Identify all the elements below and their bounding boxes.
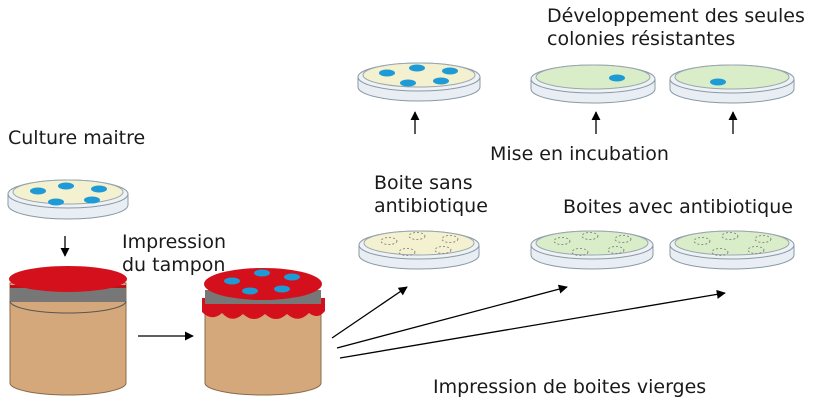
label-mise-en-incubation: Mise en incubation (490, 143, 669, 165)
colony (84, 196, 100, 204)
colony (30, 187, 46, 195)
label-boite-sans-antibiotique: Boite sans antibiotique (374, 172, 488, 217)
colony (400, 79, 416, 87)
colony (433, 77, 449, 85)
arrow-to-plate-no-antibiotic (331, 286, 408, 339)
label-boites-avec-antibiotique: Boites avec antibiotique (563, 196, 793, 218)
label-impression-boites-vierges: Impression de boites vierges (433, 376, 707, 398)
arrow-to-plate-antibiotic-2 (339, 289, 726, 359)
plate-no-antibiotic-grown (357, 62, 481, 102)
plate-no-antibiotic-blank (358, 230, 480, 270)
colony (224, 277, 240, 285)
colony (254, 269, 270, 277)
label-impression-tampon: Impression du tampon (122, 231, 226, 276)
colony (379, 69, 395, 77)
colony (442, 67, 458, 75)
imprinted-stamp (202, 268, 325, 396)
label-developpement: Développement des seules colonies résist… (547, 5, 805, 50)
colony (284, 273, 300, 281)
colony (58, 182, 74, 190)
label-culture-maitre: Culture maitre (8, 127, 146, 149)
velvet-stamp (9, 266, 127, 396)
master-culture-plate (7, 179, 129, 220)
colony (409, 64, 425, 72)
colony (48, 198, 64, 206)
plate-antibiotic-2-blank (669, 230, 795, 270)
resistant-colony (710, 78, 726, 86)
plate-antibiotic-1-grown (530, 64, 656, 104)
colony (242, 287, 258, 295)
colony (91, 185, 107, 193)
arrow-to-plate-antibiotic-1 (336, 284, 568, 349)
plate-antibiotic-2-grown (669, 64, 795, 104)
plate-antibiotic-1-blank (530, 230, 654, 270)
resistant-colony (609, 74, 625, 82)
colony (274, 285, 290, 293)
